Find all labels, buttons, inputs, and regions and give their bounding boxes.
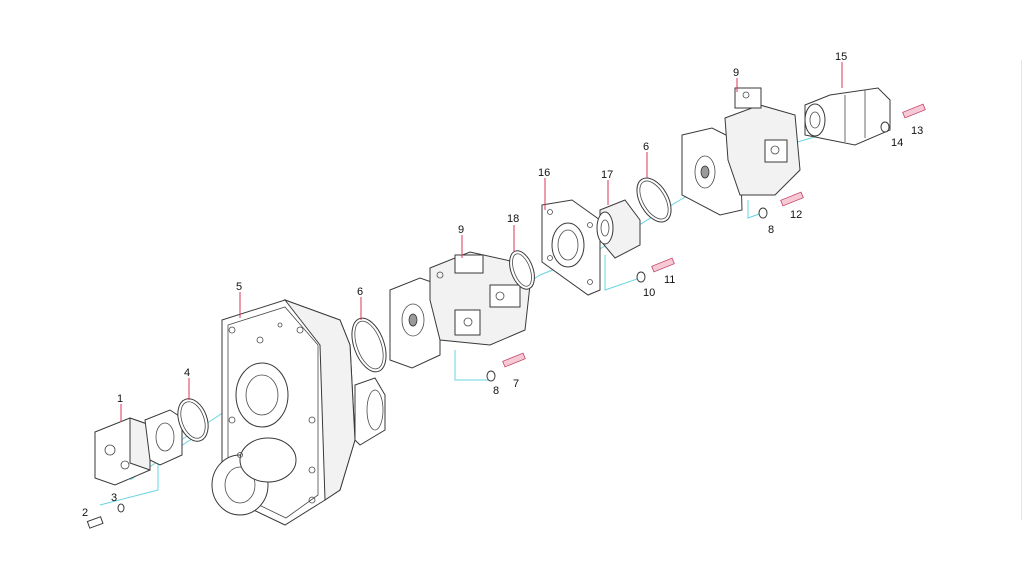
callout-18: 18 <box>507 213 519 225</box>
callout-labels: 1 2 3 4 5 6 6 7 8 8 9 9 10 11 12 13 14 1… <box>82 51 923 519</box>
callout-3: 3 <box>111 492 117 504</box>
callout-6-left: 6 <box>357 286 363 298</box>
bolt-part-12 <box>780 191 804 207</box>
bolt-part-11 <box>651 257 675 273</box>
washer-part-3 <box>117 503 125 513</box>
bolt-part-13 <box>902 103 926 119</box>
callout-1: 1 <box>117 393 123 405</box>
hydraulic-pump-part-9-right <box>681 87 801 216</box>
callout-15: 15 <box>835 51 847 63</box>
o-ring-part-6-right <box>636 177 672 223</box>
hydraulic-pump-part-9-left <box>389 251 531 369</box>
callout-7: 7 <box>513 378 519 390</box>
callout-17: 17 <box>601 169 613 181</box>
callout-12: 12 <box>790 209 802 221</box>
callout-11: 11 <box>664 274 675 286</box>
adapter-plate-part-16 <box>541 199 601 296</box>
callout-leader-lines <box>120 62 843 422</box>
o-ring-part-4 <box>177 398 209 442</box>
coupling-sleeve-part-17 <box>596 199 641 259</box>
callout-5: 5 <box>236 281 242 293</box>
bolt-part-2 <box>86 516 104 529</box>
callout-4: 4 <box>184 367 190 379</box>
gear-pump-part <box>94 409 183 486</box>
o-ring-part-6-left <box>351 317 387 373</box>
callout-6-right: 6 <box>643 141 649 153</box>
washer-part-10 <box>636 271 646 283</box>
washer-part-14 <box>880 121 890 133</box>
callout-9-right: 9 <box>733 67 739 79</box>
callout-14: 14 <box>891 137 903 149</box>
gear-pump-part-15 <box>804 87 891 146</box>
callout-13: 13 <box>911 125 923 137</box>
gearbox-housing-part <box>211 298 386 526</box>
callout-16: 16 <box>538 167 550 179</box>
washer-part-8-left <box>486 370 496 382</box>
callout-8-left: 8 <box>493 385 499 397</box>
o-ring-part-18 <box>509 250 535 290</box>
callout-9-left: 9 <box>458 224 464 236</box>
callout-8-right: 8 <box>768 224 774 236</box>
bolt-part-7 <box>502 352 526 368</box>
callout-10: 10 <box>643 287 655 299</box>
callout-2: 2 <box>82 507 88 519</box>
page-edge-line <box>1021 60 1022 520</box>
washer-part-8-right <box>758 207 768 219</box>
